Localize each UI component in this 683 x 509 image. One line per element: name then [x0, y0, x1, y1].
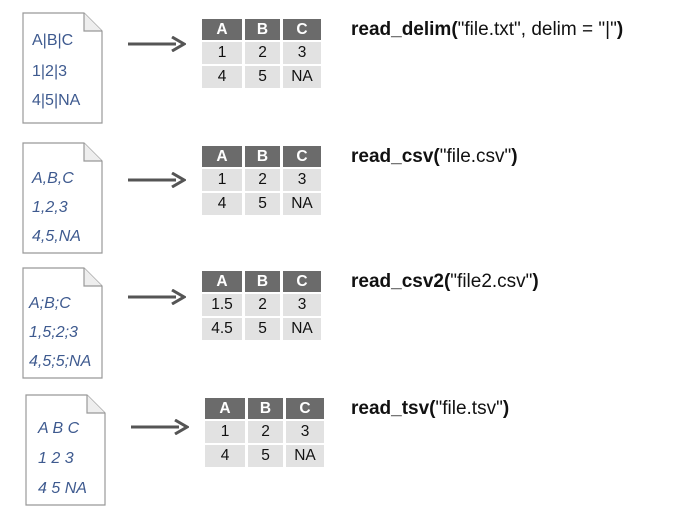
function-call: read_csv2("file2.csv")	[351, 271, 539, 292]
table-cell: 3	[283, 42, 321, 64]
function-name: read_delim	[351, 19, 452, 40]
file-line: A B C	[38, 420, 80, 437]
function-call: read_delim("file.txt", delim = "|")	[351, 19, 624, 40]
arrow-right-icon	[128, 289, 186, 305]
table-row: 1 2 3	[205, 421, 324, 443]
file-line: 4 5 NA	[38, 480, 87, 497]
example-row-read-csv: A,B,C 1,2,3 4,5,NA A B C 1 2 3 4 5 NA re…	[0, 130, 683, 254]
table-cell: 2	[248, 421, 283, 443]
function-args: "file.txt", delim = "|"	[457, 19, 617, 40]
column-header: C	[283, 271, 321, 292]
arrow-right-icon	[128, 36, 186, 52]
function-call: read_tsv("file.tsv")	[351, 398, 510, 419]
function-args: "file.csv"	[439, 146, 512, 167]
table-header-row: A B C	[202, 19, 321, 40]
file-icon: A;B;C 1,5;2;3 4,5;5;NA	[22, 267, 103, 379]
table-cell: 1	[202, 169, 242, 191]
table-cell: 4	[205, 445, 245, 467]
table-cell: NA	[283, 66, 321, 88]
table-cell: NA	[286, 445, 324, 467]
file-icon: A|B|C 1|2|3 4|5|NA	[22, 12, 103, 124]
table-cell: 5	[245, 318, 280, 340]
table-header-row: A B C	[202, 146, 321, 167]
table-cell: 5	[245, 193, 280, 215]
table-row: 4.5 5 NA	[202, 318, 321, 340]
output-table: A B C 1 2 3 4 5 NA	[199, 17, 324, 90]
arrow-right-icon	[128, 172, 186, 188]
table-cell: NA	[283, 318, 321, 340]
table-cell: 3	[283, 294, 321, 316]
table-cell: 2	[245, 294, 280, 316]
file-line: A;B;C	[29, 295, 71, 312]
column-header: B	[245, 146, 280, 167]
column-header: C	[286, 398, 324, 419]
output-table: A B C 1 2 3 4 5 NA	[199, 144, 324, 217]
column-header: B	[245, 19, 280, 40]
table-cell: 4.5	[202, 318, 242, 340]
column-header: B	[248, 398, 283, 419]
file-line: 4,5;5;NA	[29, 353, 92, 370]
column-header: A	[205, 398, 245, 419]
column-header: A	[202, 146, 242, 167]
column-header: C	[283, 19, 321, 40]
file-line: A,B,C	[32, 170, 74, 187]
function-name: read_tsv	[351, 398, 430, 419]
column-header: C	[283, 146, 321, 167]
table-header-row: A B C	[202, 271, 321, 292]
arrow-right-icon	[131, 419, 189, 435]
example-row-read-csv2: A;B;C 1,5;2;3 4,5;5;NA A B C 1.5 2 3 4.5…	[0, 255, 683, 379]
example-row-read-delim: A|B|C 1|2|3 4|5|NA A B C 1 2 3 4 5 NA re…	[0, 0, 683, 124]
function-name: read_csv2	[351, 271, 444, 292]
output-table: A B C 1 2 3 4 5 NA	[202, 396, 327, 469]
function-call: read_csv("file.csv")	[351, 146, 518, 167]
table-cell: 5	[248, 445, 283, 467]
function-args: "file.tsv"	[435, 398, 503, 419]
table-row: 4 5 NA	[202, 193, 321, 215]
table-cell: 2	[245, 169, 280, 191]
column-header: A	[202, 19, 242, 40]
table-cell: NA	[283, 193, 321, 215]
table-cell: 3	[283, 169, 321, 191]
file-line: 1,5;2;3	[29, 324, 78, 341]
output-table: A B C 1.5 2 3 4.5 5 NA	[199, 269, 324, 342]
file-line: 1 2 3	[38, 450, 74, 467]
table-row: 4 5 NA	[205, 445, 324, 467]
file-line: 1,2,3	[32, 199, 68, 216]
column-header: A	[202, 271, 242, 292]
function-args: "file2.csv"	[450, 271, 533, 292]
table-cell: 4	[202, 66, 242, 88]
table-row: 1.5 2 3	[202, 294, 321, 316]
table-row: 1 2 3	[202, 42, 321, 64]
table-row: 1 2 3	[202, 169, 321, 191]
function-name: read_csv	[351, 146, 434, 167]
table-cell: 4	[202, 193, 242, 215]
file-line: 1|2|3	[32, 63, 68, 80]
file-line: 4,5,NA	[32, 228, 81, 245]
file-icon: A B C 1 2 3 4 5 NA	[25, 394, 106, 506]
table-row: 4 5 NA	[202, 66, 321, 88]
table-cell: 1	[202, 42, 242, 64]
example-row-read-tsv: A B C 1 2 3 4 5 NA A B C 1 2 3 4 5 NA re…	[0, 384, 683, 506]
table-cell: 2	[245, 42, 280, 64]
table-cell: 1.5	[202, 294, 242, 316]
column-header: B	[245, 271, 280, 292]
table-cell: 1	[205, 421, 245, 443]
file-line: 4|5|NA	[32, 92, 81, 109]
file-icon: A,B,C 1,2,3 4,5,NA	[22, 142, 103, 254]
table-cell: 5	[245, 66, 280, 88]
table-header-row: A B C	[205, 398, 324, 419]
table-cell: 3	[286, 421, 324, 443]
file-line: A|B|C	[32, 32, 74, 49]
